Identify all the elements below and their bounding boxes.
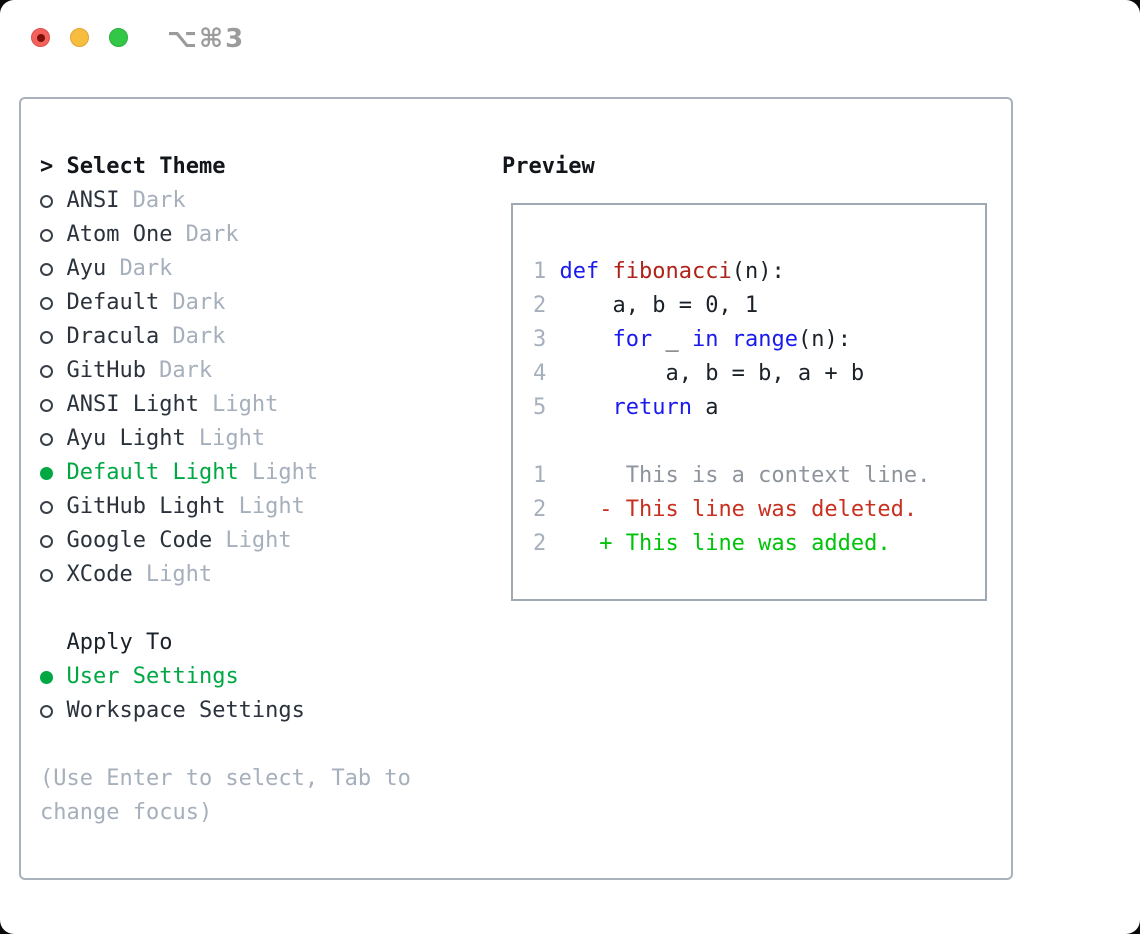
- radio-icon: [40, 330, 53, 344]
- code-line: 3 for _ in range(n):: [533, 327, 851, 352]
- radio-icon: [40, 466, 53, 480]
- minimize-button[interactable]: [70, 28, 89, 47]
- code-line: 2 a, b = 0, 1: [533, 293, 759, 318]
- spacer: [40, 728, 411, 762]
- radio-icon: [40, 704, 53, 718]
- preview-title: Preview: [502, 154, 595, 179]
- window-shortcut-label: ⌥⌘3: [167, 24, 246, 54]
- radio-icon: [40, 670, 53, 684]
- apply-option[interactable]: Workspace Settings: [40, 694, 411, 728]
- radio-icon: [40, 568, 53, 582]
- apply-to-title: Apply To: [66, 630, 173, 655]
- apply-to-list: User Settings Workspace Settings: [40, 660, 411, 728]
- close-button[interactable]: [31, 28, 50, 47]
- select-theme-title: Select Theme: [66, 154, 226, 179]
- hint-text-line1: (Use Enter to select, Tab to: [40, 766, 411, 791]
- maximize-button[interactable]: [109, 28, 128, 47]
- spacer: [40, 592, 411, 626]
- select-theme-header: > Select Theme: [40, 150, 411, 184]
- code-preview: 1 def fibonacci(n): 2 a, b = 0, 1 3 for _ …: [513, 205, 985, 561]
- code-line: 1 def fibonacci(n):: [533, 259, 785, 284]
- code-line: 5 return a: [533, 395, 719, 420]
- close-dot-icon: [36, 33, 45, 42]
- code-line: 1 This is a context line.: [533, 463, 931, 488]
- radio-icon: [40, 432, 53, 446]
- radio-icon: [40, 194, 53, 208]
- radio-icon: [40, 262, 53, 276]
- code-line: [533, 221, 985, 255]
- radio-icon: [40, 500, 53, 514]
- radio-icon: [40, 398, 53, 412]
- code-line: 2 + This line was added.: [533, 531, 891, 556]
- code-line: 2 - This line was deleted.: [533, 497, 918, 522]
- code-line: 4 a, b = b, a + b: [533, 361, 865, 386]
- code-line: [533, 425, 985, 459]
- hint-text-line2: change focus): [40, 800, 213, 825]
- apply-option[interactable]: User Settings: [40, 660, 411, 694]
- prompt-icon: >: [40, 154, 54, 179]
- radio-icon: [40, 364, 53, 378]
- window-titlebar: ⌥⌘3: [0, 0, 1140, 74]
- radio-icon: [40, 296, 53, 310]
- radio-icon: [40, 534, 53, 548]
- radio-icon: [40, 228, 53, 242]
- preview-box: 1 def fibonacci(n): 2 a, b = 0, 1 3 for _ …: [511, 203, 987, 601]
